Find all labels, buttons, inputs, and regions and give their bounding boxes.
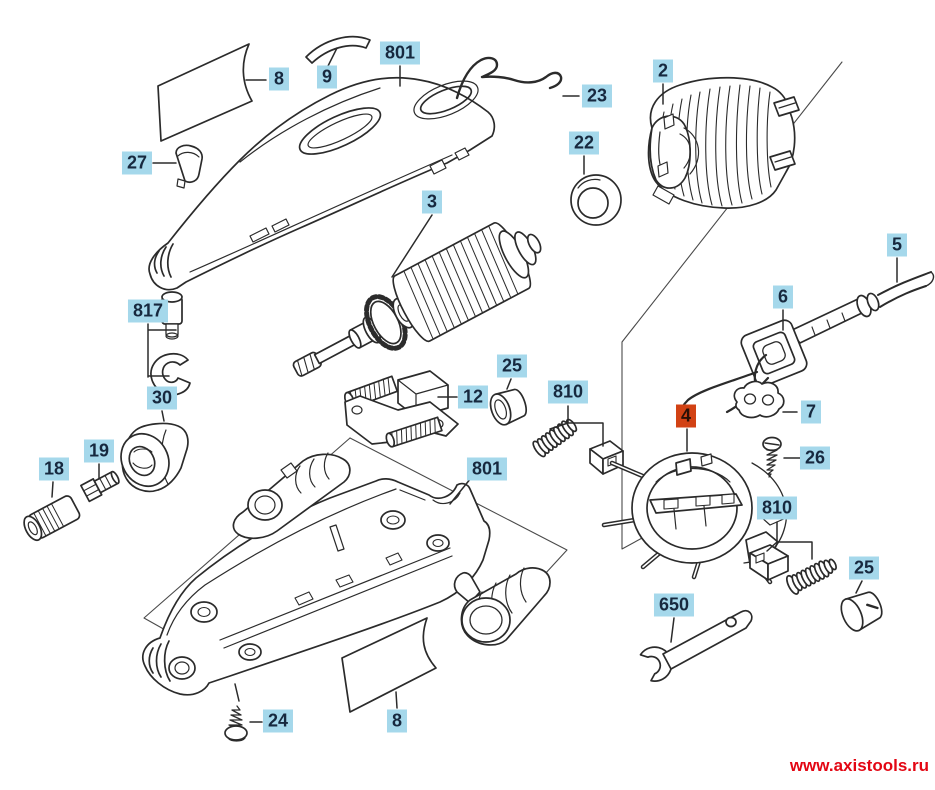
part-label-30: 30 [146, 386, 178, 410]
part-801-top-housing [148, 76, 496, 291]
part-817-clip [150, 352, 191, 396]
part-25-sleeve-left [489, 388, 528, 426]
part-8-label-plate-bottom [341, 617, 437, 713]
part-810-brush-spring-left [532, 418, 624, 475]
part-label-25b: 25 [848, 556, 880, 580]
part-801-lower-housing [141, 478, 491, 696]
part-650-wrench [639, 609, 753, 682]
part-label-650: 650 [653, 593, 695, 617]
part-label-4: 4 [675, 404, 697, 428]
part-label-27: 27 [121, 151, 153, 175]
part-label-801a: 801 [379, 41, 421, 65]
part-side-cover [232, 452, 351, 540]
part-18-housing-cap [23, 495, 81, 542]
part-24-screw [224, 705, 248, 742]
part-810-brush-spring-right [749, 544, 837, 595]
part-6-cord-grommet [677, 319, 808, 417]
part-label-3: 3 [421, 190, 443, 214]
part-19-collet [80, 470, 120, 503]
part-label-5: 5 [886, 233, 908, 257]
part-label-8a: 8 [268, 67, 290, 91]
part-8-label-plate-top [157, 43, 253, 142]
part-27-cap [175, 144, 203, 189]
part-2-field-coil [647, 76, 800, 209]
part-30-collet-nut [120, 422, 189, 493]
part-label-7: 7 [800, 400, 822, 424]
part-label-19: 19 [83, 439, 115, 463]
part-label-2: 2 [652, 59, 674, 83]
part-23-wire-bail [455, 56, 563, 100]
part-label-9: 9 [316, 65, 338, 89]
part-label-8b: 8 [386, 709, 408, 733]
part-label-23: 23 [581, 84, 613, 108]
part-label-12: 12 [457, 385, 489, 409]
part-label-817: 817 [127, 299, 169, 323]
part-label-24: 24 [262, 709, 294, 733]
part-nose-cone [453, 567, 551, 646]
part-label-25a: 25 [496, 354, 528, 378]
part-label-18: 18 [38, 457, 70, 481]
part-label-6: 6 [772, 285, 794, 309]
part-label-810a: 810 [547, 380, 589, 404]
part-22-ring [570, 174, 622, 226]
part-5-power-cord [789, 271, 935, 344]
watermark-url: www.axistools.ru [789, 756, 929, 775]
part-9-strip [305, 35, 371, 64]
leader-lines [51, 47, 898, 723]
part-label-26: 26 [799, 446, 831, 470]
part-label-801b: 801 [466, 457, 508, 481]
part-7-cord-clamp [733, 380, 785, 419]
part-label-810b: 810 [756, 496, 798, 520]
part-26-screw [762, 436, 782, 478]
part-12-brush-holder-bracket [343, 370, 459, 448]
part-label-22: 22 [568, 131, 600, 155]
part-3-armature [292, 222, 542, 377]
part-25-knob-right [840, 591, 883, 632]
